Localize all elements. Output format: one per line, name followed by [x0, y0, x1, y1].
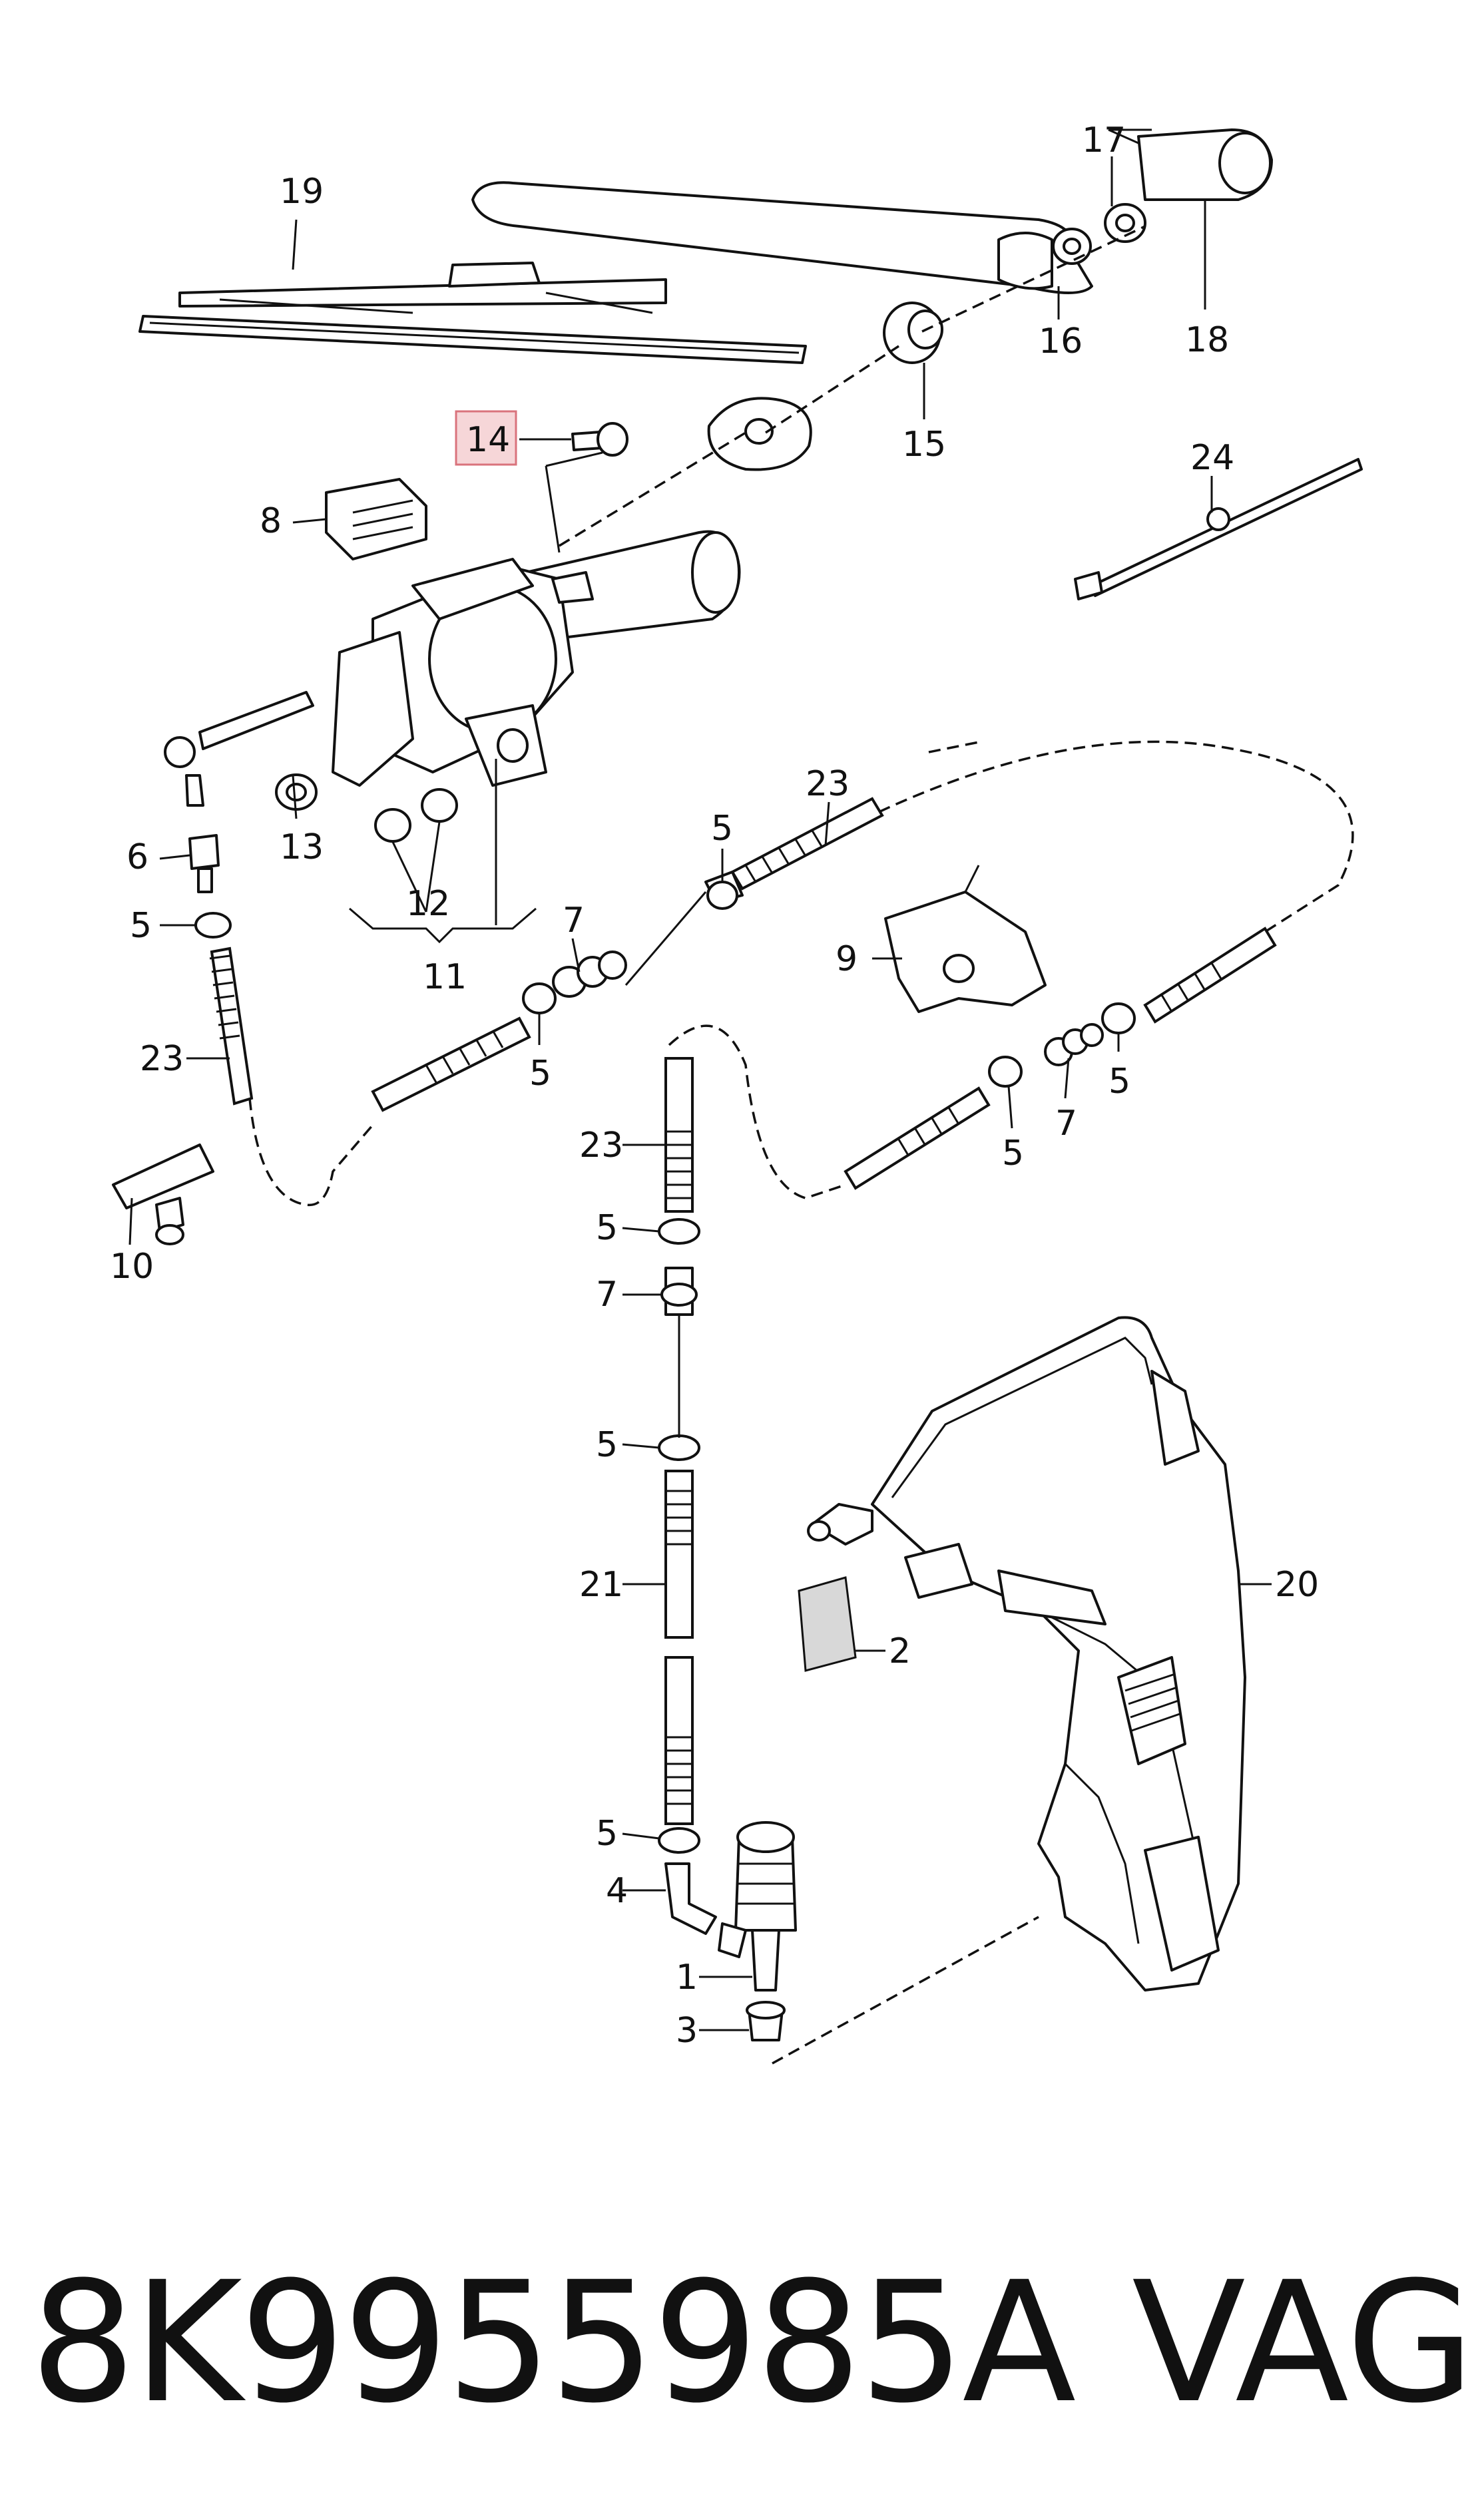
callout-5-c: 5	[529, 1054, 551, 1094]
callout-5-e: 5	[1002, 1134, 1024, 1173]
wiper-motor	[164, 530, 741, 787]
callout-1: 1	[676, 1958, 698, 1997]
wiper-blade	[138, 262, 807, 364]
callout-7-b: 7	[1055, 1104, 1077, 1144]
callout-21: 21	[579, 1565, 623, 1605]
callout-8: 8	[260, 501, 282, 541]
hose-23-vertical	[664, 1057, 694, 1213]
callout-9: 9	[836, 939, 858, 979]
callout-23-b: 23	[806, 764, 850, 804]
gasket-2	[798, 1576, 857, 1672]
leader-lines	[128, 128, 1272, 2031]
wiper-arm	[471, 181, 1093, 294]
callout-5-a: 5	[130, 906, 152, 946]
callout-6: 6	[126, 837, 148, 877]
callout-19: 19	[280, 172, 324, 212]
callout-labels: 19 17 18 16 15 14 24 8 13 6 12 11 5 23 1…	[110, 120, 1319, 2051]
bracket-9	[884, 865, 1047, 1013]
washer-pump-1	[718, 1821, 797, 1992]
callout-3: 3	[676, 2011, 698, 2051]
callout-24: 24	[1190, 438, 1234, 478]
callout-10: 10	[110, 1247, 154, 1287]
bolt-14	[571, 422, 628, 457]
part-number: 8K9955985A	[30, 2246, 1076, 2439]
bushing	[707, 302, 943, 471]
callout-18: 18	[1185, 320, 1229, 360]
hose-23-middle	[371, 1016, 531, 1112]
callout-13: 13	[280, 827, 324, 867]
brand-label: VAG	[1132, 2246, 1475, 2439]
grommet-3	[746, 2001, 786, 2041]
elbow-4	[664, 1862, 717, 1935]
callout-7-c: 7	[596, 1275, 618, 1315]
callout-15: 15	[902, 425, 946, 465]
grommets	[275, 773, 458, 843]
hose-23-left	[194, 915, 254, 1106]
cable-tie-24	[1074, 458, 1363, 600]
hose-21	[664, 1470, 694, 1825]
callout-4: 4	[606, 1871, 628, 1911]
callout-7-a: 7	[563, 901, 585, 941]
highlight-box-14	[455, 410, 517, 466]
callout-23-a: 23	[140, 1039, 184, 1079]
callout-5-g: 5	[596, 1425, 618, 1465]
callout-23-c: 23	[579, 1126, 623, 1165]
hose-23-right	[844, 927, 1277, 1190]
clamps	[194, 881, 1136, 1854]
callout-20: 20	[1275, 1565, 1319, 1605]
callout-14: 14	[466, 420, 510, 460]
washer-reservoir-20	[807, 1316, 1246, 1992]
callout-5-b: 5	[711, 809, 733, 849]
callout-5-f: 5	[596, 1208, 618, 1248]
connector-7-upper	[552, 950, 627, 998]
callout-12: 12	[406, 884, 450, 924]
callout-2: 2	[889, 1631, 911, 1671]
callout-5-d: 5	[1108, 1062, 1130, 1102]
connector-8	[325, 478, 427, 560]
callout-11: 11	[423, 957, 467, 997]
clip-10	[112, 1144, 214, 1245]
connector-7-vertical	[660, 1267, 698, 1438]
callout-5-h: 5	[596, 1814, 618, 1854]
nozzle-6	[185, 774, 220, 893]
wiper-arm-cap	[1104, 128, 1273, 243]
callout-16: 16	[1039, 321, 1083, 361]
callout-17: 17	[1082, 120, 1126, 160]
